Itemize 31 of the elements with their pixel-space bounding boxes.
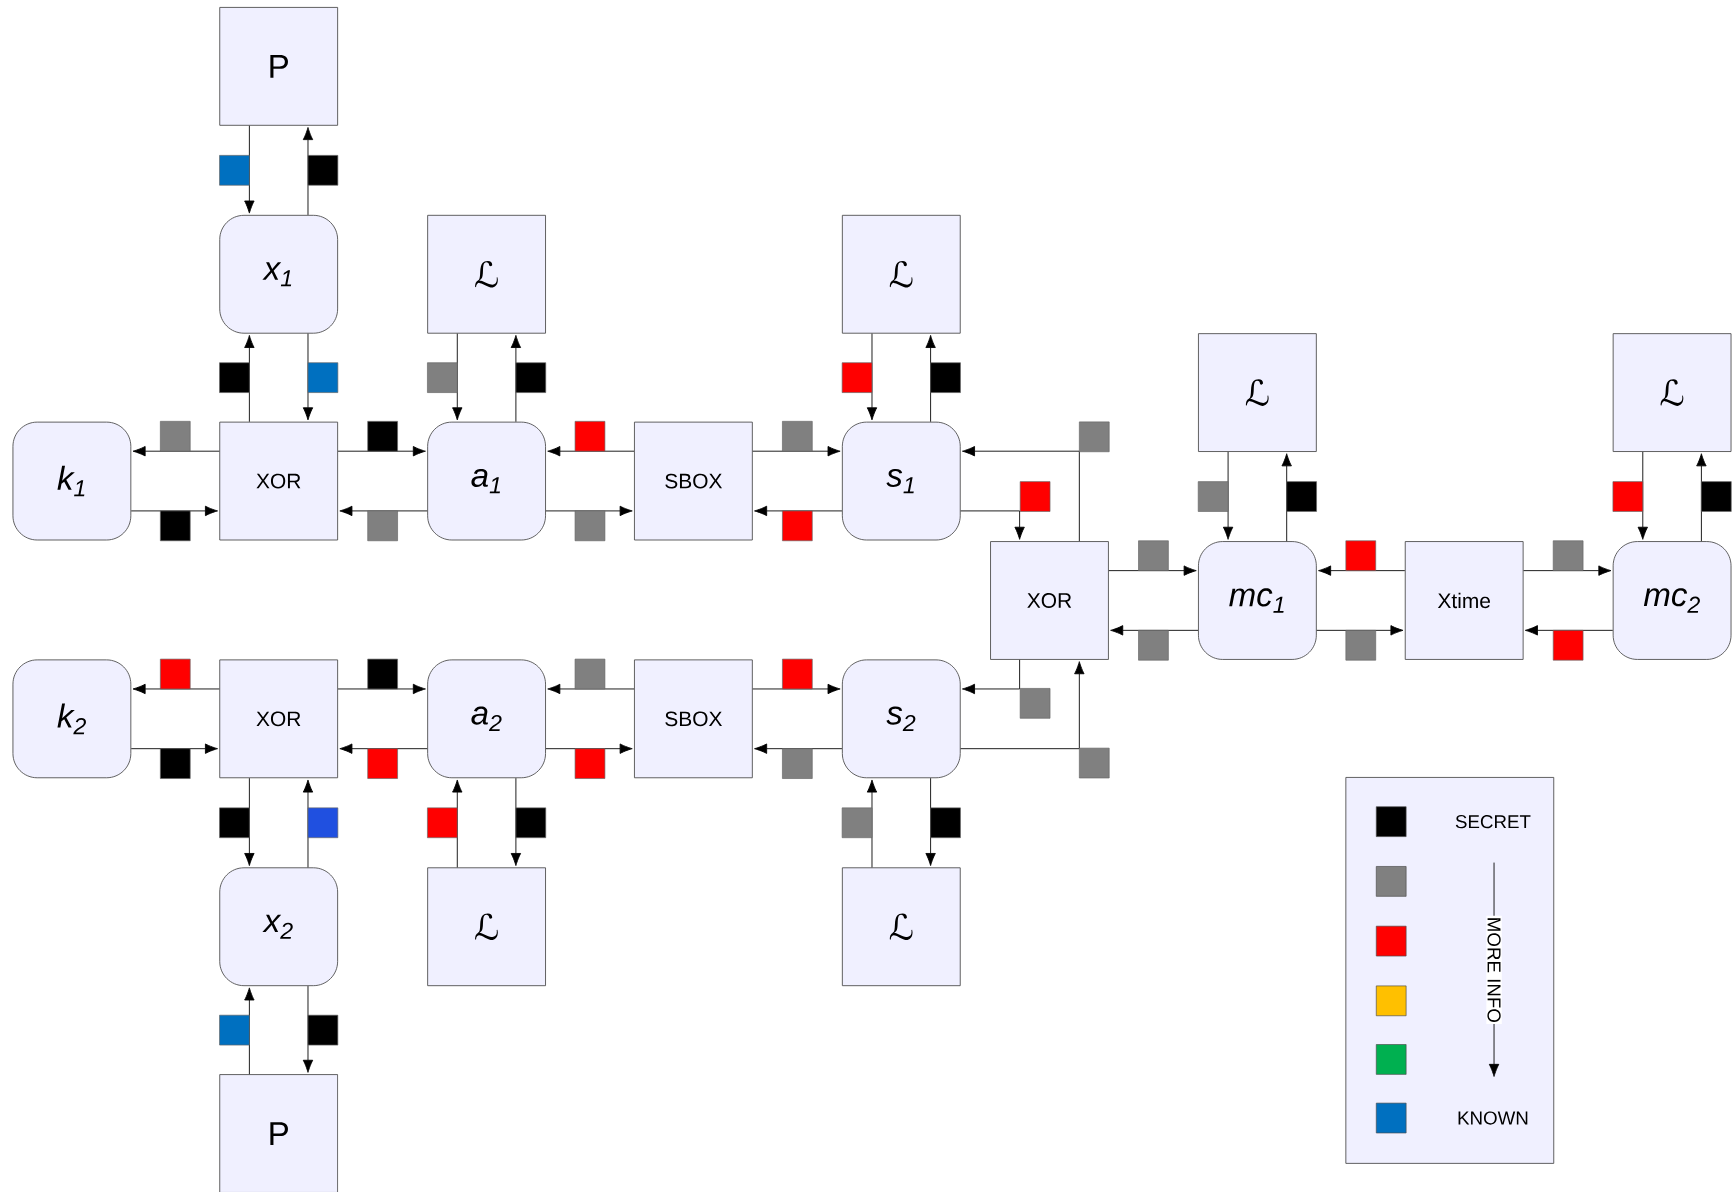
arrow bbox=[962, 445, 1080, 542]
legend-label: KNOWN bbox=[1458, 1111, 1528, 1125]
rounded-box: k$_{1}$ bbox=[12, 421, 132, 541]
process-box: P bbox=[219, 1074, 339, 1192]
rounded-box: mc$_{1}$ bbox=[1198, 541, 1317, 660]
process-box: Xtime bbox=[1404, 541, 1524, 660]
process-box: ℒ bbox=[1198, 333, 1317, 452]
rounded-box: x$_{2}$ bbox=[219, 867, 339, 987]
process-box: ℒ bbox=[1612, 333, 1732, 452]
rounded-box: a$_{2}$ bbox=[427, 659, 546, 779]
arrow bbox=[962, 659, 1021, 695]
rounded-box: s$_{2}$ bbox=[841, 659, 961, 779]
arrow bbox=[960, 510, 1025, 540]
process-box: SBOX bbox=[634, 421, 753, 541]
process-box: XOR bbox=[219, 659, 339, 779]
rounded-box: x$_{1}$ bbox=[219, 214, 339, 334]
axis-label: MORE INFO bbox=[1486, 915, 1502, 1024]
process-box: ℒ bbox=[841, 214, 961, 334]
process-box: ℒ bbox=[427, 214, 546, 334]
rounded-box: k$_{2}$ bbox=[12, 659, 132, 779]
arrow bbox=[960, 661, 1085, 750]
legend-label: SECRET bbox=[1455, 814, 1531, 829]
rounded-box: a$_{1}$ bbox=[427, 421, 546, 541]
process-box: P bbox=[219, 6, 339, 126]
rounded-box: mc$_{2}$ bbox=[1612, 541, 1732, 660]
process-box: ℒ bbox=[841, 867, 961, 987]
process-box: XOR bbox=[219, 421, 339, 541]
process-box: XOR bbox=[990, 541, 1109, 660]
process-box: SBOX bbox=[634, 659, 753, 779]
process-box: ℒ bbox=[427, 867, 546, 987]
rounded-box: s$_{1}$ bbox=[841, 421, 961, 541]
